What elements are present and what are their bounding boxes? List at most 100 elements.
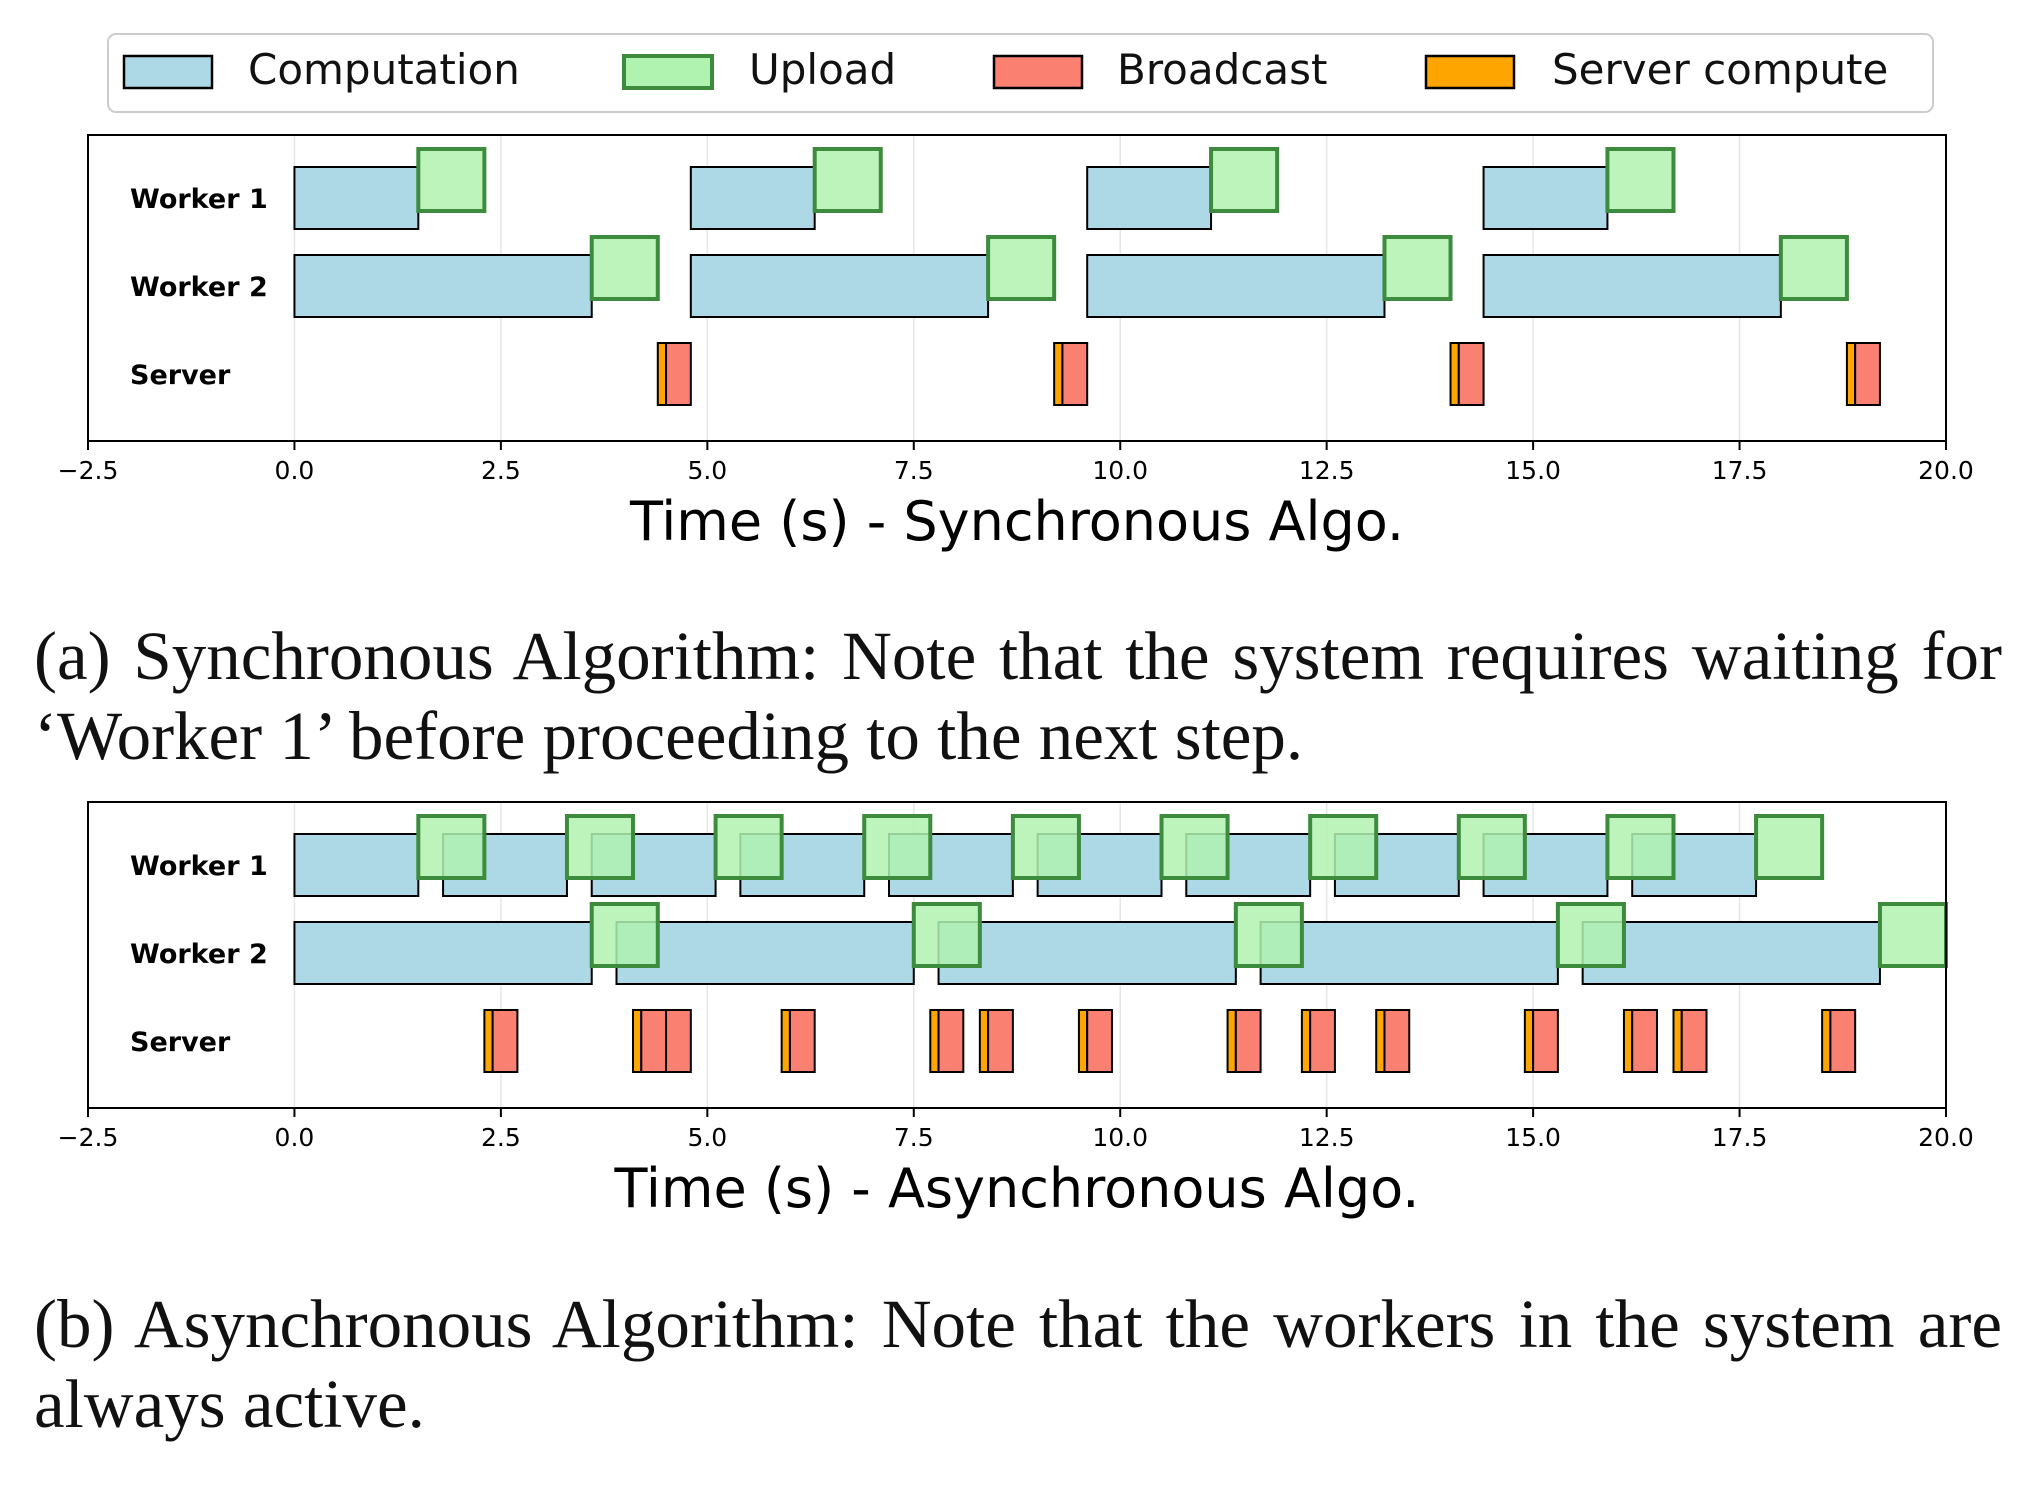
bar-server-compute — [1053, 342, 1064, 406]
bar-upload — [589, 902, 660, 968]
bar-upload — [713, 814, 784, 880]
bar-server-compute — [1226, 1009, 1237, 1073]
bar-upload — [911, 902, 982, 968]
legend-swatch-upload — [622, 54, 714, 90]
bar-upload — [986, 235, 1057, 301]
bar-broadcast — [665, 342, 692, 406]
x-tick-label: 20.0 — [1918, 1123, 1974, 1152]
bar-computation — [1482, 166, 1609, 230]
bar-server-compute — [929, 1009, 940, 1073]
bar-broadcast — [1086, 1009, 1113, 1073]
bar-broadcast — [1680, 1009, 1708, 1073]
bar-broadcast — [937, 1009, 965, 1073]
x-tick-label: 10.0 — [1092, 1123, 1148, 1152]
x-tick-label: 0.0 — [275, 456, 315, 485]
bar-computation — [1259, 921, 1559, 985]
x-tick-label: 20.0 — [1918, 456, 1974, 485]
bar-broadcast — [788, 1009, 816, 1073]
bar-server-compute — [780, 1009, 791, 1073]
bar-broadcast — [665, 1009, 692, 1073]
bar-computation — [615, 921, 915, 985]
bar-broadcast — [1061, 342, 1089, 406]
bar-computation — [689, 166, 816, 230]
bar-upload — [564, 814, 636, 880]
row-label-server: Server — [130, 1027, 231, 1058]
row-label-worker-2: Worker 2 — [130, 272, 268, 303]
bar-computation — [293, 254, 593, 318]
x-axis-label: Time (s) - Synchronous Algo. — [629, 490, 1404, 553]
bar-upload — [1877, 902, 1948, 968]
bar-broadcast — [1383, 1009, 1411, 1073]
x-tick-label: 15.0 — [1505, 1123, 1561, 1152]
legend-label-computation: Computation — [248, 45, 520, 94]
caption-b: (b) Asynchronous Algorithm: Note that th… — [34, 1286, 2002, 1442]
bar-server-compute — [1077, 1009, 1089, 1073]
bar-server-compute — [656, 342, 668, 406]
legend-swatch-server-compute — [1424, 54, 1516, 90]
legend-swatch-broadcast — [992, 54, 1084, 90]
chart-synchronous: Worker 1 Worker 2 Server −2.5 0.0 2.5 5.0 7.5 10… — [58, 134, 1974, 553]
x-axis-label: Time (s) - Asynchronous Algo. — [614, 1157, 1420, 1220]
bar-broadcast — [987, 1009, 1014, 1073]
bar-upload — [1754, 814, 1825, 880]
bar-broadcast — [1631, 1009, 1658, 1073]
bar-server-compute — [1300, 1009, 1312, 1073]
bar-broadcast — [1234, 1009, 1262, 1073]
bar-upload — [1605, 814, 1676, 880]
bar-upload — [862, 814, 933, 880]
legend-label-server-compute: Server compute — [1552, 45, 1888, 94]
axes-frame — [87, 801, 1947, 1109]
bar-server-compute — [1821, 1009, 1832, 1073]
legend-label-upload: Upload — [749, 45, 896, 94]
bar-upload — [1233, 902, 1304, 968]
bar-upload — [1010, 814, 1081, 880]
bar-server-compute — [1375, 1009, 1386, 1073]
bar-upload — [1209, 147, 1280, 213]
bar-broadcast — [1532, 1009, 1559, 1073]
bar-upload — [416, 147, 487, 213]
x-tick-label: 12.5 — [1299, 456, 1355, 485]
bar-computation — [1482, 254, 1782, 318]
bar-server-compute — [1672, 1009, 1683, 1073]
bar-upload — [1159, 814, 1230, 880]
bar-computation — [1581, 921, 1881, 985]
bar-broadcast — [491, 1009, 519, 1073]
x-tick-label: −2.5 — [58, 456, 119, 485]
bar-broadcast — [1309, 1009, 1336, 1073]
bar-computation — [1086, 166, 1213, 230]
x-tick-label: 17.5 — [1712, 456, 1768, 485]
x-tick-label: 5.0 — [687, 456, 727, 485]
bar-server-compute — [1845, 342, 1857, 406]
row-label-worker-1: Worker 1 — [130, 851, 268, 882]
bar-upload — [812, 147, 883, 213]
x-tick-label: 12.5 — [1299, 1123, 1355, 1152]
x-tick-label: 0.0 — [275, 1123, 315, 1152]
bar-upload — [416, 814, 487, 880]
bar-upload — [1605, 147, 1676, 213]
x-tick-label: 7.5 — [894, 1123, 934, 1152]
row-label-worker-1: Worker 1 — [130, 184, 268, 215]
row-label-server: Server — [130, 360, 231, 391]
x-tick-label: 7.5 — [894, 456, 934, 485]
bar-server-compute — [632, 1009, 643, 1073]
bar-server-compute — [1523, 1009, 1535, 1073]
bar-broadcast — [640, 1009, 668, 1073]
x-tick-label: 5.0 — [687, 1123, 727, 1152]
bar-computation — [689, 254, 990, 318]
bar-broadcast — [1854, 342, 1881, 406]
x-tick-label: 15.0 — [1505, 456, 1561, 485]
x-tick-label: 2.5 — [481, 456, 521, 485]
bar-computation — [937, 921, 1237, 985]
bar-computation — [293, 166, 420, 230]
row-label-worker-2: Worker 2 — [130, 939, 268, 970]
bar-server-compute — [1449, 342, 1460, 406]
caption-a: (a) Synchronous Algorithm: Note that the… — [34, 618, 2002, 774]
bar-computation — [293, 921, 593, 985]
bar-server-compute — [978, 1009, 990, 1073]
x-tick-label: −2.5 — [58, 1123, 119, 1152]
x-tick-label: 10.0 — [1092, 456, 1148, 485]
bar-computation — [293, 833, 420, 897]
